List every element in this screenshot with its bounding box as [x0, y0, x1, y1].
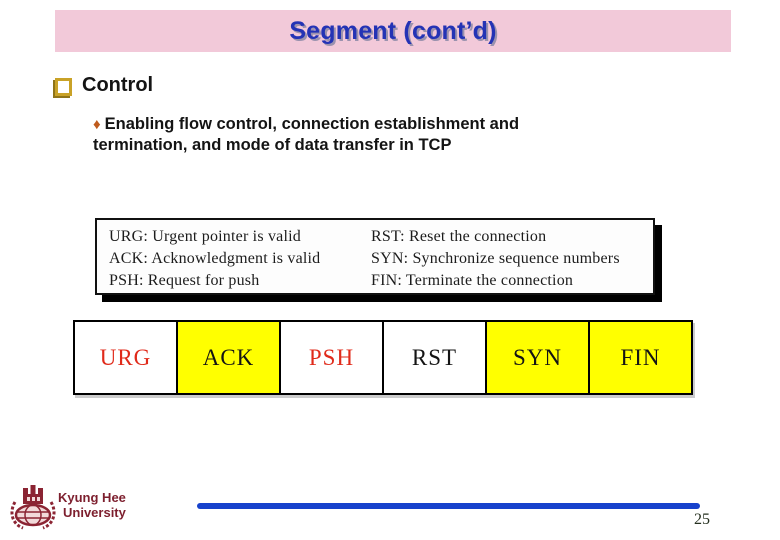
- flag-description-box: URG: Urgent pointer is valid ACK: Acknow…: [95, 218, 655, 295]
- flag-cell-fin: FIN: [590, 322, 691, 393]
- institution-name-line2: University: [63, 505, 126, 520]
- flag-description-right-column: RST: Reset the connection SYN: Synchroni…: [371, 226, 653, 293]
- flag-cell-psh: PSH: [281, 322, 384, 393]
- university-emblem-icon: [10, 485, 56, 530]
- flag-description: RST: Reset the connection: [371, 228, 547, 245]
- flag-description: FIN: Terminate the connection: [371, 272, 574, 289]
- section-heading: Control: [82, 74, 154, 96]
- flag-cell-rst: RST: [384, 322, 487, 393]
- slide-header-bar: Segment (cont’d): [55, 10, 731, 52]
- bullet-text-line1: Enabling flow control, connection establ…: [104, 115, 520, 133]
- flag-cell-urg: URG: [75, 322, 178, 393]
- flag-description: SYN: Synchronize sequence numbers: [371, 250, 620, 267]
- flag-description-left-column: URG: Urgent pointer is valid ACK: Acknow…: [97, 226, 371, 293]
- flag-description: PSH: Request for push: [109, 272, 260, 289]
- flag-cells-row: URG ACK PSH RST SYN FIN: [73, 320, 693, 395]
- slide-title: Segment (cont’d): [289, 16, 497, 45]
- bullet-paragraph: ♦Enabling flow control, connection estab…: [93, 114, 668, 156]
- university-logo: [10, 482, 56, 535]
- footer-accent-line: [197, 503, 700, 509]
- flag-cell-ack: ACK: [178, 322, 281, 393]
- section-heading-row: Control: [55, 74, 153, 97]
- page-number: 25: [694, 511, 710, 528]
- institution-name: Kyung Hee University: [58, 490, 126, 520]
- institution-name-line1: Kyung Hee: [58, 490, 126, 505]
- flag-description: ACK: Acknowledgment is valid: [109, 250, 321, 267]
- ballot-box-bullet-icon: [55, 77, 72, 96]
- flag-cell-syn: SYN: [487, 322, 590, 393]
- bullet-text-line2: termination, and mode of data transfer i…: [93, 136, 452, 154]
- flag-description: URG: Urgent pointer is valid: [109, 228, 301, 245]
- diamond-bullet-icon: ♦: [93, 116, 101, 133]
